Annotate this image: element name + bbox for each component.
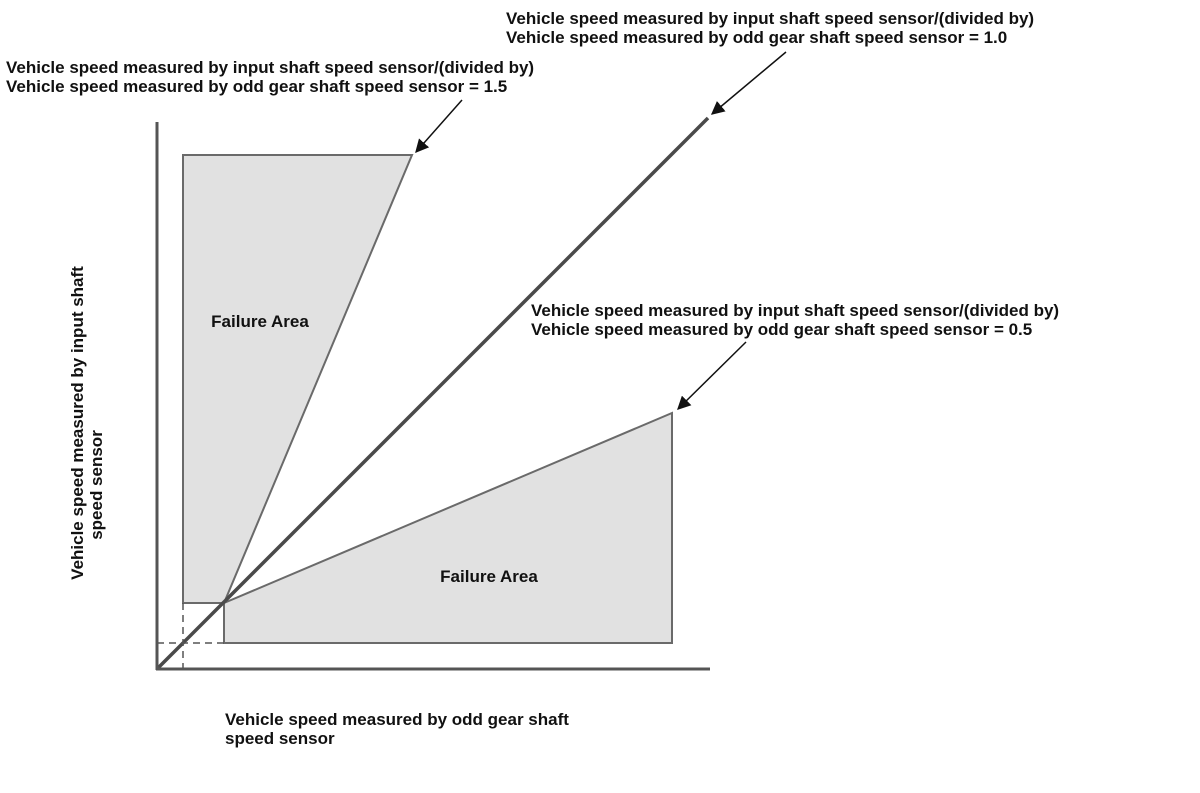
callout-ratio-1-5-line2: Vehicle speed measured by odd gear shaft…: [6, 77, 507, 96]
y-axis-label: Vehicle speed measured by input shaft sp…: [68, 266, 106, 580]
callout-ratio-1-0: Vehicle speed measured by input shaft sp…: [506, 9, 1034, 115]
callout-ratio-0-5-arrow: [677, 341, 747, 410]
y-axis-label-line2: speed sensor: [87, 430, 106, 540]
callout-ratio-1-5-arrow: [415, 99, 463, 154]
callout-ratio-1-5-line1: Vehicle speed measured by input shaft sp…: [6, 58, 534, 77]
callout-ratio-0-5-line2: Vehicle speed measured by odd gear shaft…: [531, 320, 1032, 339]
callout-ratio-1-5: Vehicle speed measured by input shaft sp…: [6, 58, 534, 154]
x-axis-label: Vehicle speed measured by odd gear shaft…: [225, 710, 569, 748]
lower-failure-area-label: Failure Area: [440, 567, 538, 586]
upper-failure-area-label: Failure Area: [211, 312, 309, 331]
x-axis-label-line2: speed sensor: [225, 729, 335, 748]
callout-ratio-0-5-line1: Vehicle speed measured by input shaft sp…: [531, 301, 1059, 320]
y-axis-label-line1: Vehicle speed measured by input shaft: [68, 266, 87, 580]
callout-ratio-1-0-line1: Vehicle speed measured by input shaft sp…: [506, 9, 1034, 28]
callout-ratio-0-5: Vehicle speed measured by input shaft sp…: [531, 301, 1059, 410]
x-axis-label-line1: Vehicle speed measured by odd gear shaft: [225, 710, 569, 729]
ratio-1-0-line: [155, 116, 710, 671]
callout-ratio-1-0-line2: Vehicle speed measured by odd gear shaft…: [506, 28, 1007, 47]
upper-failure-region: [182, 154, 414, 604]
callout-ratio-1-0-arrow: [710, 51, 787, 115]
lower-failure-region: [223, 411, 673, 644]
